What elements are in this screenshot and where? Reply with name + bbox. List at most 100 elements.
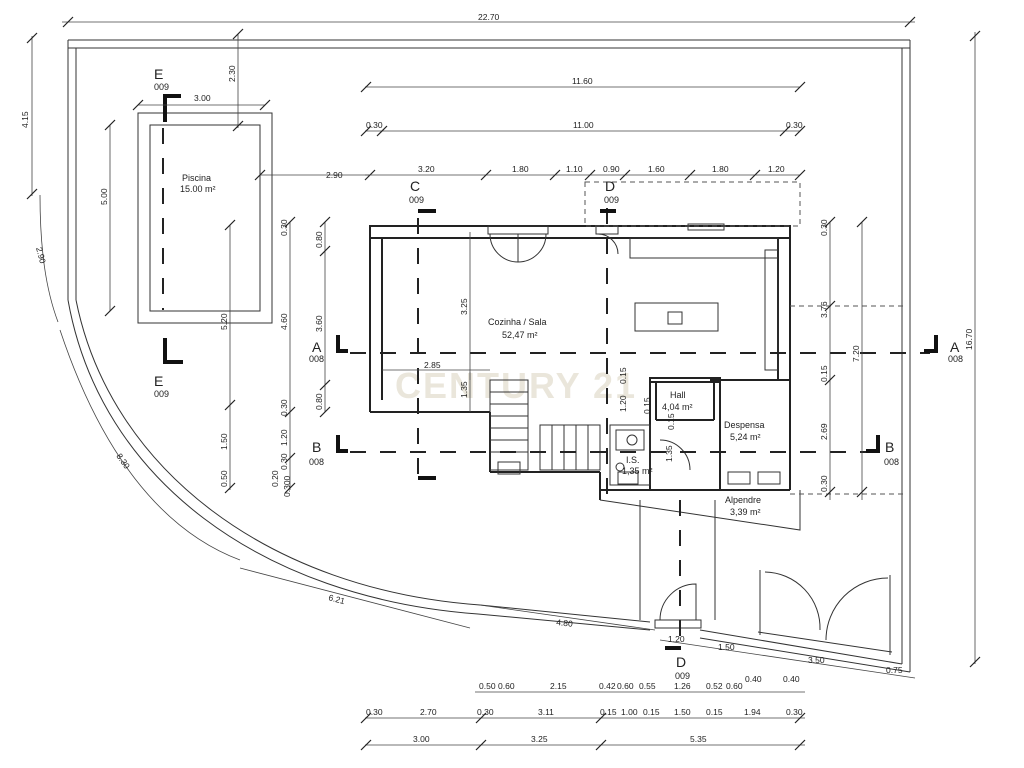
dimension-label: 4.80 xyxy=(556,617,574,629)
dimension-label: 2.85 xyxy=(424,360,441,370)
room-porch-name: Alpendre xyxy=(725,495,761,505)
section-e-bottom-code: 009 xyxy=(154,389,169,399)
dimension-label: 1.80 xyxy=(512,164,529,174)
dimension-label: 0.60 xyxy=(498,681,515,691)
dimension-label: 0.60 xyxy=(726,681,743,691)
dimension-label: 1.50 xyxy=(718,642,735,652)
site-boundary xyxy=(67,39,911,673)
room-living-name: Cozinha / Sala xyxy=(488,317,547,327)
dimension-label: 1.50 xyxy=(219,433,229,450)
dimension-label: 11.60 xyxy=(572,76,593,86)
dimension-label: 0.30 xyxy=(786,120,803,130)
dimension-label: 0.80 xyxy=(314,231,324,248)
section-d-top-letter: D xyxy=(605,178,615,194)
dimension-label: 0.52 xyxy=(706,681,723,691)
dimension-label: 1.00 xyxy=(621,707,638,717)
room-wc-name: I.S. xyxy=(626,455,640,465)
dimension-label: 0.90 xyxy=(603,164,620,174)
dimension-label: 3.00 xyxy=(413,734,430,744)
dimension-label: 3.76 xyxy=(819,301,829,318)
house-walls xyxy=(369,223,801,531)
watermark: CENTURY 21 xyxy=(395,365,637,406)
dimension-label: 3.25 xyxy=(459,298,469,315)
dimension-label: 5.00 xyxy=(99,188,109,205)
dimension-lines xyxy=(26,16,981,751)
dimension-labels: 22.70 16.70 4.15 2.90 8.30 6.21 4.80 3.0… xyxy=(20,12,974,744)
dimension-label: 1.20 xyxy=(618,395,628,412)
upper-volume-outline xyxy=(584,181,801,227)
dimension-label: 5.35 xyxy=(690,734,707,744)
section-markers xyxy=(163,94,938,650)
dimension-label: 4.15 xyxy=(20,111,30,128)
dimension-label: 8.30 xyxy=(114,451,132,471)
dimension-label: 0.55 xyxy=(639,681,656,691)
pool: Piscina 15.00 m² xyxy=(137,112,273,324)
room-porch-area: 3,39 m² xyxy=(730,507,761,517)
section-d-bottom-code: 009 xyxy=(675,671,690,681)
dimension-label: 0.15 xyxy=(819,365,829,382)
dimension-label: 0.42 xyxy=(599,681,616,691)
dimension-label: 1.50 xyxy=(674,707,691,717)
dimension-label: 0.15 xyxy=(600,707,617,717)
room-storage-area: 5,24 m² xyxy=(730,432,761,442)
section-a-left-code: 008 xyxy=(309,354,324,364)
section-c-code: 009 xyxy=(409,195,424,205)
section-e-top-letter: E xyxy=(154,66,163,82)
dimension-label: 1.26 xyxy=(674,681,691,691)
dimension-label: 0.30 xyxy=(366,707,383,717)
dimension-label: 0.30 xyxy=(819,219,829,236)
dimension-label: 3.25 xyxy=(531,734,548,744)
dimension-label: 1.20 xyxy=(668,634,685,644)
dimension-label: 0.30 xyxy=(819,475,829,492)
dimension-label: 6.21 xyxy=(327,592,346,606)
dimension-label: 2.90 xyxy=(34,246,48,265)
room-hall-name: Hall xyxy=(670,390,686,400)
dimension-label: 0.30 xyxy=(279,399,289,416)
dimension-label: 1.80 xyxy=(712,164,729,174)
dimension-label: 16.70 xyxy=(964,328,974,350)
dimension-label: 0.15 xyxy=(643,707,660,717)
dimension-label: 7.20 xyxy=(851,345,861,362)
section-c-letter: C xyxy=(410,178,420,194)
dimension-label: 0.15 xyxy=(666,413,676,430)
dimension-label: 3.11 xyxy=(538,707,554,717)
section-b-right-letter: B xyxy=(885,439,894,455)
dimension-label: 3.60 xyxy=(314,315,324,332)
section-d-top-code: 009 xyxy=(604,195,619,205)
room-storage-name: Despensa xyxy=(724,420,765,430)
dimension-label: 1.35 xyxy=(664,445,674,462)
dimension-label: 2.15 xyxy=(550,681,567,691)
dimension-label: 0.75 xyxy=(886,665,903,675)
dimension-label: 0.30 xyxy=(786,707,803,717)
section-b-right-code: 008 xyxy=(884,457,899,467)
section-e-bottom-letter: E xyxy=(154,373,163,389)
room-living-area: 52,47 m² xyxy=(502,330,538,340)
dimension-label: 1.10 xyxy=(566,164,583,174)
dimension-label: 3.20 xyxy=(418,164,435,174)
pool-area: 15.00 m² xyxy=(180,184,216,194)
dimension-label: 0.30 xyxy=(366,120,383,130)
dimension-label: 0.40 xyxy=(745,674,762,684)
dimension-label: 1.94 xyxy=(744,707,761,717)
dimension-label: 0.30 xyxy=(279,219,289,236)
dimension-label: 2.30 xyxy=(227,65,237,82)
dimension-label: 0.300 xyxy=(282,475,292,497)
dimension-label: 11.00 xyxy=(573,120,594,130)
dimension-label: 0.30 xyxy=(477,707,494,717)
section-lines xyxy=(350,208,930,650)
dimension-label: 1.60 xyxy=(648,164,665,174)
section-e-top-code: 009 xyxy=(154,82,169,92)
section-a-right-code: 008 xyxy=(948,354,963,364)
dimension-label: 0.50 xyxy=(479,681,496,691)
dimension-label: 0.60 xyxy=(617,681,634,691)
garden-doors xyxy=(639,500,893,655)
section-b-left-letter: B xyxy=(312,439,321,455)
dimension-label: 5.20 xyxy=(219,313,229,330)
section-a-left-letter: A xyxy=(312,339,322,355)
section-a-right-letter: A xyxy=(950,339,960,355)
dimension-label: 0.15 xyxy=(642,397,652,414)
dimension-label: 0.20 xyxy=(270,470,280,487)
dimension-label: 2.69 xyxy=(819,423,829,440)
section-d-bottom-letter: D xyxy=(676,654,686,670)
